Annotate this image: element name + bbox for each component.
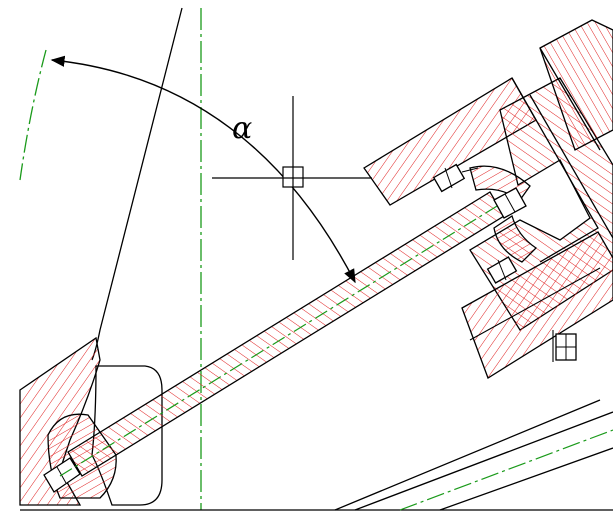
top-right-block bbox=[539, 19, 613, 151]
lower-bracket-inner bbox=[469, 267, 601, 341]
beam-edge-1 bbox=[334, 399, 601, 511]
rod-centerline bbox=[59, 197, 511, 477]
frame-edge-line bbox=[91, 7, 183, 361]
beam-centerline bbox=[399, 429, 613, 511]
beam-edge-2 bbox=[354, 411, 613, 511]
crosshair-cursor bbox=[212, 96, 372, 260]
angle-dimension-arc bbox=[50, 55, 356, 284]
left-centerline-arc bbox=[19, 49, 47, 181]
inner-frame bbox=[511, 77, 599, 263]
bolt-upper bbox=[432, 163, 479, 193]
connecting-rod bbox=[67, 191, 505, 477]
top-right-block-edge bbox=[539, 47, 601, 151]
lower-bracket-plate bbox=[461, 231, 613, 379]
angle-label: α bbox=[232, 111, 252, 146]
bottom-right-bolt bbox=[555, 333, 577, 361]
bolt-lower bbox=[486, 256, 518, 284]
beam-edge-3 bbox=[439, 447, 613, 511]
socket-lower bbox=[493, 214, 538, 263]
rod-head-nut bbox=[493, 187, 527, 219]
inner-frame-2 bbox=[529, 94, 613, 239]
